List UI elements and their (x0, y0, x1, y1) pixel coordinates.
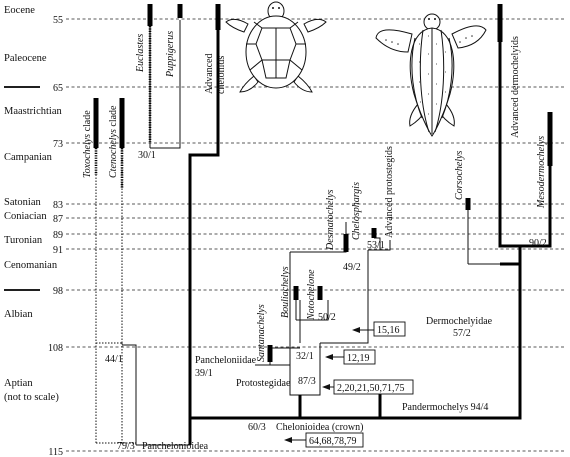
box-64-68-78-79: 64,68,78,79 (309, 436, 357, 447)
node-44-1: 44/1 (105, 354, 123, 365)
clade-pandermochelys: Pandermochelys 94/4 (402, 402, 488, 413)
stage-satonian: Satonian (4, 197, 41, 208)
stage-coniacian: Coniacian (4, 211, 47, 222)
clade-labels: Pancheloniidae 39/1 Protostegidae Dermoc… (142, 316, 493, 452)
box-15-16: 15,16 (377, 325, 400, 336)
stage-turonian: Turonian (4, 235, 43, 246)
stage-eocene: Eocene (4, 5, 35, 16)
taxon-corsochelys: Corsochelys (454, 150, 465, 200)
node-79-3: 79/3 (117, 441, 135, 452)
clade-pancheloniidae-score: 39/1 (195, 368, 213, 379)
time-gridlines (66, 18, 566, 452)
ma-65: 65 (53, 83, 63, 94)
node-50-2: 50/2 (318, 312, 336, 323)
node-90-2: 90/2 (529, 238, 547, 249)
taxon-labels: Toxochelys clade Ctenochelys clade Eucla… (82, 31, 547, 362)
leatherback-turtle-drawing (375, 13, 487, 137)
node-32-1: 32/1 (296, 351, 314, 362)
age-values: 55 65 73 83 87 89 91 98 108 115 (48, 15, 63, 457)
range-bars (93, 4, 553, 362)
stage-maastrichtian: Maastrichtian (4, 106, 62, 117)
character-boxes: 15,16 12,19 2,20,21,50,71,75 64,68,78,79 (284, 321, 414, 448)
ma-108: 108 (48, 343, 63, 354)
node-scores: 30/1 44/1 53/1 90/2 49/2 50/2 32/1 87/3 … (105, 150, 547, 452)
aptian-note: (not to scale) (4, 392, 59, 403)
stage-aptian: Aptian (4, 378, 33, 389)
taxon-bouliachelys: Bouliachelys (280, 266, 291, 318)
node-60-3: 60/3 (248, 422, 266, 433)
taxon-puppigerus: Puppigerus (165, 31, 176, 78)
taxon-desmatochelys: Desmatochelys (325, 189, 336, 251)
taxon-santanachelys: Santanachelys (256, 304, 267, 362)
clade-dermochelyidae-score: 57/2 (453, 328, 471, 339)
stage-labels: Eocene Paleocene Maastrichtian Campanian… (4, 5, 62, 403)
stage-cenomanian: Cenomanian (4, 260, 58, 271)
ma-83: 83 (53, 200, 63, 211)
taxon-toxochelys: Toxochelys clade (82, 110, 93, 178)
taxon-advanced-chelonids: Advancedchelonids (204, 53, 227, 94)
node-30-1: 30/1 (138, 150, 156, 161)
clade-chelonioidea: Chelonioidea (crown) (276, 422, 363, 433)
stage-campanian: Campanian (4, 152, 53, 163)
taxon-notochelone: Notochelone (306, 269, 317, 321)
ma-55: 55 (53, 15, 63, 26)
taxon-advanced-dermochelyids: Advanced dermochelyids (510, 36, 521, 138)
box-2-20-21-50-71-75: 2,20,21,50,71,75 (337, 383, 405, 394)
node-53-1: 53/1 (367, 240, 385, 251)
ma-73: 73 (53, 139, 63, 150)
ma-115: 115 (48, 447, 63, 457)
cheloniid-turtle-drawing (225, 1, 327, 93)
taxon-mesodermochelys: Mesodermochelys (536, 136, 547, 209)
taxon-advanced-protostegids: Advanced protostegids (384, 146, 395, 238)
taxon-ctenochelys: Ctenochelys clade (108, 105, 119, 178)
clade-dermochelyidae: Dermochelyidae (426, 316, 493, 327)
clade-protostegidae: Protostegidae (236, 378, 291, 389)
stage-paleocene: Paleocene (4, 53, 47, 64)
node-87-3: 87/3 (298, 376, 316, 387)
ma-91: 91 (53, 245, 63, 256)
node-49-2: 49/2 (343, 262, 361, 273)
ma-98: 98 (53, 286, 63, 297)
taxon-euclastes: Euclastes (135, 34, 146, 73)
clade-panchelonioidea: Panchelonioidea (142, 441, 209, 452)
taxon-chelosphargis: Chelosphargis (351, 182, 362, 240)
clade-pancheloniidae: Pancheloniidae (195, 355, 257, 366)
stage-albian: Albian (4, 309, 33, 320)
box-12-19: 12,19 (347, 353, 370, 364)
ma-89: 89 (53, 230, 63, 241)
ma-87: 87 (53, 214, 63, 225)
